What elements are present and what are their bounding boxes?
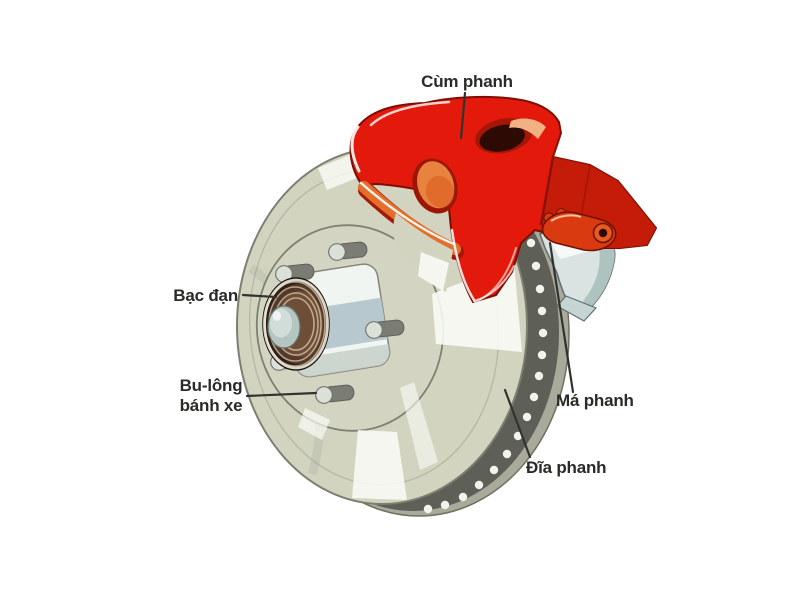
caliper-hole-highlight (509, 118, 546, 139)
leader-line-brake-pad (548, 241, 575, 394)
leader-line-wheel-bolt (245, 391, 318, 398)
wheel-stud (328, 241, 368, 261)
label-wheel-bolt-line2: bánh xe (179, 396, 243, 415)
label-brake-disc: Đĩa phanh (526, 458, 607, 477)
disc-vent-holes (423, 238, 548, 514)
brake-caliper (349, 95, 657, 303)
wheel-studs (270, 241, 405, 404)
caliper-highlights (350, 100, 517, 303)
label-brake-pad: Má phanh (556, 391, 634, 410)
banjo-fitting (541, 208, 617, 252)
leader-line-bearing (241, 293, 278, 299)
label-wheel-bolt-line1: Bu-lông (179, 376, 243, 395)
leader-line-caliper (459, 91, 467, 140)
label-wheel-bolt: Bu-lông bánh xe (161, 376, 261, 416)
wheel-stud (315, 384, 355, 404)
wheel-bearing (262, 277, 330, 371)
wheel-stud (365, 319, 405, 339)
label-bearing: Bạc đạn (173, 286, 238, 305)
label-caliper: Cùm phanh (421, 72, 513, 91)
leader-line-brake-disc (503, 388, 532, 459)
caliper-window (412, 158, 458, 214)
